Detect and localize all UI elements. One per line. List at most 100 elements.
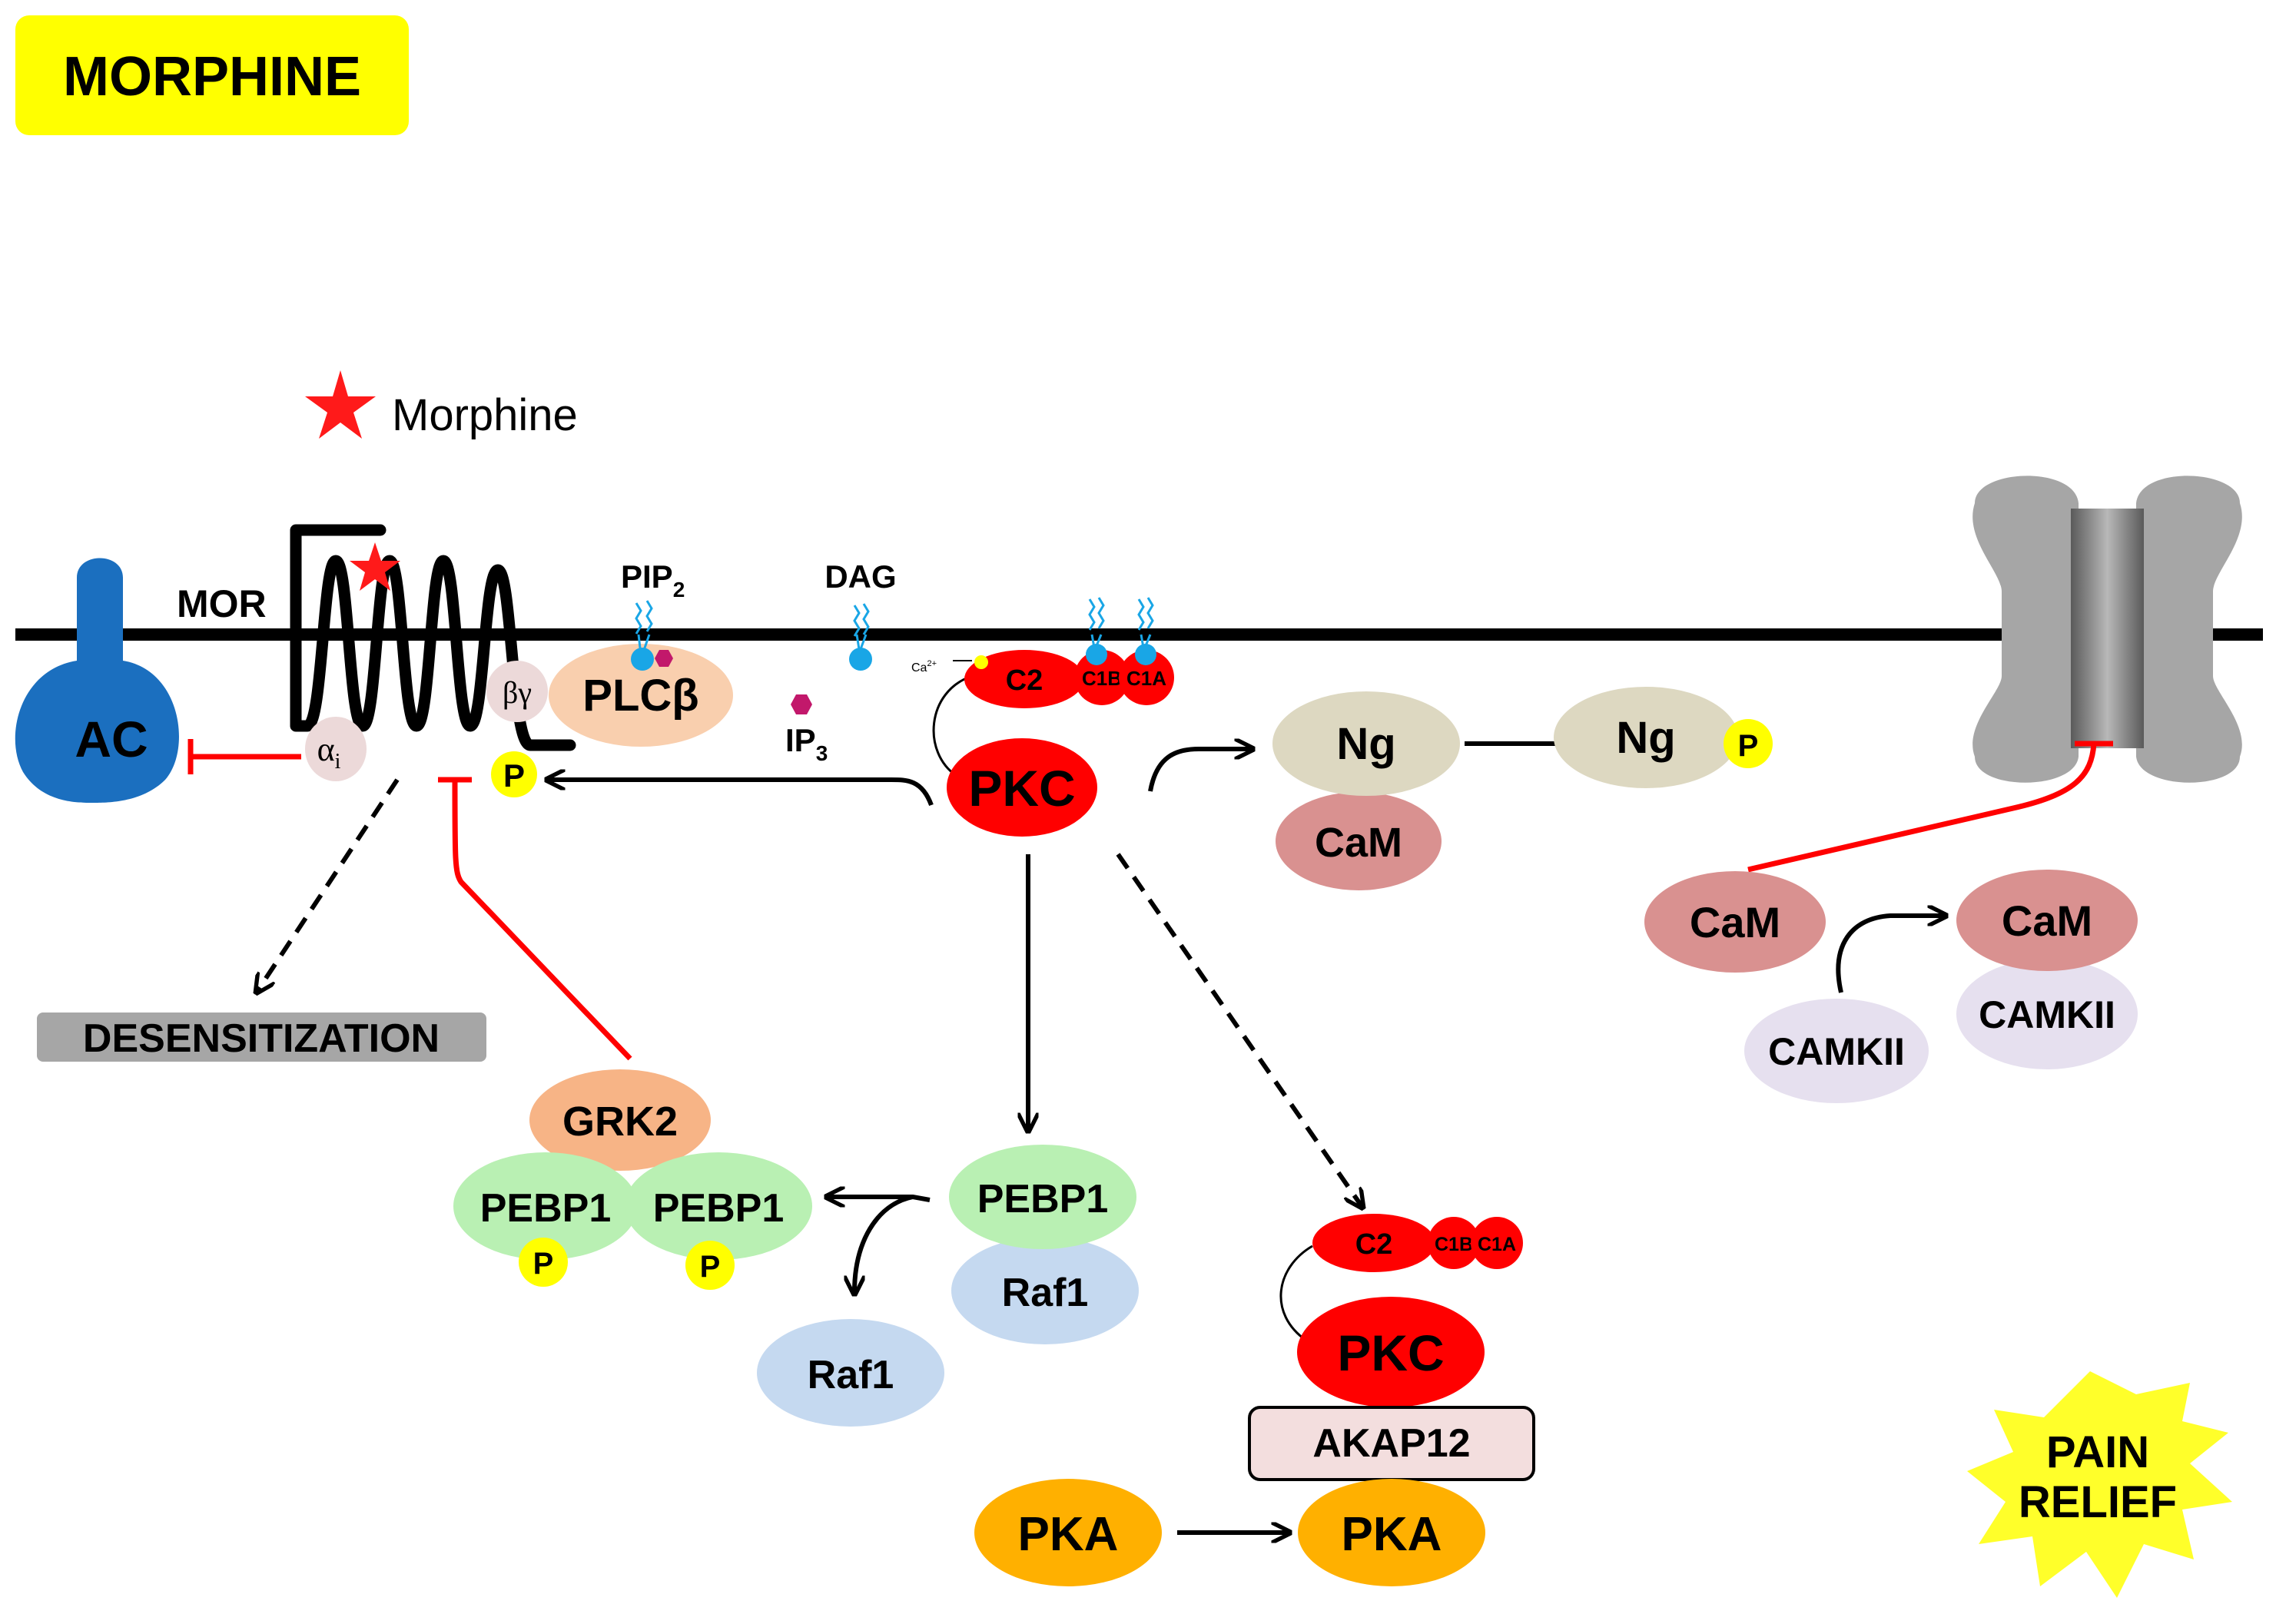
raf1-bound	[951, 1237, 1139, 1344]
pip2-subscript: 2	[673, 578, 685, 602]
ip3-label: IP	[785, 722, 816, 758]
channel-right-lobe-icon	[2136, 476, 2242, 783]
pebp1-left-phospho-label: P	[533, 1247, 554, 1281]
g-alpha-i: αi	[305, 717, 367, 781]
cam-camkii-binding-arrow	[1836, 916, 1944, 993]
cam-ng-label: CaM	[1315, 820, 1402, 866]
pkc-to-ng-arrow	[1148, 749, 1251, 792]
dag-head-c1a-icon	[1135, 644, 1156, 665]
camkii-bound	[1956, 959, 2138, 1069]
morphine-star-icon	[305, 370, 376, 439]
pebp1-raf-label: PEBP1	[977, 1177, 1109, 1221]
pkc-c2-label: C2	[1006, 665, 1043, 697]
akap-pkc-c1b-domain	[1428, 1217, 1480, 1269]
ng-phosphorylated: Ng P	[1554, 687, 1773, 788]
cam-bound	[1956, 870, 2138, 971]
akap-pkc-c1a-label: C1A	[1478, 1234, 1516, 1255]
pain-relief-burst: PAIN RELIEF	[1967, 1371, 2232, 1598]
pkc-phosphorylates-mor-arrow	[549, 780, 934, 807]
dag-tail-icon	[853, 603, 870, 650]
mor-to-desensitization-arrow	[257, 778, 400, 991]
pkc-c1a-label: C1A	[1126, 667, 1166, 690]
pebp1-right-label: PEBP1	[653, 1186, 785, 1231]
pka-free-label: PKA	[1018, 1508, 1119, 1561]
cam-free-label: CaM	[1690, 898, 1780, 946]
pain-relief-line1: PAIN	[2046, 1427, 2149, 1477]
desensitization-box: DESENSITIZATION	[37, 1013, 486, 1062]
akap-pkc-label: PKC	[1337, 1324, 1444, 1381]
grk2-pebp1-complex: GRK2 PEBP1 PEBP1 P P	[453, 1069, 812, 1290]
adenylyl-cyclase: AC	[15, 558, 179, 803]
akap-pkc-catalytic	[1297, 1297, 1485, 1407]
g-beta-gamma-label: βγ	[503, 675, 532, 710]
ip3-hexagon-icon	[791, 694, 812, 714]
akap12-label: AKAP12	[1312, 1421, 1470, 1466]
camkii-bound-label: CAMKII	[1979, 993, 2115, 1036]
pip2-lipid: PIP2	[621, 558, 685, 671]
pka-bound: PKA	[1298, 1479, 1485, 1586]
mor-receptor: MOR	[177, 524, 576, 751]
raf1-free: Raf1	[757, 1319, 944, 1427]
title-box: MORPHINE	[15, 15, 409, 135]
ng-phospho-icon	[1724, 719, 1773, 768]
mor-phospho: P	[491, 751, 537, 797]
ng-free	[1554, 687, 1738, 788]
pip2-label: PIP	[621, 558, 673, 595]
dag-lipid: DAG	[824, 558, 897, 671]
grk2-inhibits-mor	[438, 777, 632, 1061]
ng-bound	[1272, 691, 1460, 796]
ng-phospho-label: P	[1738, 729, 1759, 763]
pebp1-left	[453, 1152, 638, 1260]
dag-tail-c1b-icon	[1088, 597, 1105, 648]
camkii-free	[1744, 999, 1929, 1103]
grk2	[529, 1069, 711, 1171]
pebp1-left-phospho-icon	[519, 1238, 568, 1287]
mor-seven-tm-icon	[290, 524, 576, 751]
pebp1-right	[625, 1152, 812, 1260]
svg-text:αi: αi	[317, 731, 341, 774]
ng-label: Ng	[1336, 719, 1395, 769]
raf1-free-label: Raf1	[808, 1353, 894, 1397]
akap-pkc-c1b-label: C1B	[1435, 1234, 1473, 1255]
cam-bound-label: CaM	[2002, 897, 2092, 945]
ip3-free: IP3	[785, 694, 828, 765]
g-alpha-subscript: i	[335, 750, 341, 774]
morphine-ligand: Morphine	[305, 370, 578, 440]
ca-label: Ca	[911, 661, 927, 674]
pkc-to-akap-complex-arrow	[1116, 853, 1362, 1206]
channel-pore-icon	[2071, 509, 2144, 748]
cam-bound-ng	[1276, 792, 1442, 890]
mor-label: MOR	[177, 582, 267, 625]
grk2-label: GRK2	[562, 1099, 678, 1145]
akap12-complex: C2 C1B C1A PKC AKAP12	[1248, 1214, 1535, 1481]
pip2-ip3-hexagon-icon	[655, 650, 673, 667]
pebp1-left-label: PEBP1	[480, 1186, 612, 1231]
bound-morphine-star-icon	[350, 542, 400, 591]
plc-beta: PLCβ	[549, 644, 733, 747]
pkc-c1b-label: C1B	[1082, 667, 1122, 690]
g-beta-gamma: βγ	[486, 661, 548, 722]
pkc-label: PKC	[968, 760, 1075, 817]
pebp1-raf-partner	[949, 1145, 1136, 1249]
alpha-inhibits-ac	[187, 739, 301, 774]
morphine-label: Morphine	[392, 390, 578, 440]
pip2-tail-icon	[635, 600, 653, 655]
dag-head-c1b-icon	[1086, 644, 1107, 665]
plc-beta-label: PLCβ	[582, 671, 698, 721]
pebp1-raf1-complex: Raf1 PEBP1	[949, 1145, 1139, 1344]
akap-pkc-c2-label: C2	[1355, 1228, 1393, 1261]
pkc-membrane-complex: Ca2+ C2 C1B C1A PKC	[911, 597, 1174, 837]
pka-free: PKA	[974, 1479, 1162, 1586]
cam-inhibits-channel	[1747, 741, 2113, 873]
svg-text:IP3: IP3	[785, 722, 828, 765]
dag-tail-c1a-icon	[1137, 597, 1154, 648]
ca-superscript: 2+	[927, 659, 937, 668]
ng-p-label: Ng	[1616, 713, 1675, 763]
pkc-c1a-domain	[1119, 650, 1174, 705]
ac-label: AC	[75, 711, 148, 767]
ng-cam-complex: CaM Ng	[1272, 691, 1460, 890]
g-alpha-label: α	[317, 731, 335, 768]
akap-pkc-c2-domain	[1312, 1214, 1435, 1272]
pkc-c1b-domain	[1074, 650, 1130, 705]
